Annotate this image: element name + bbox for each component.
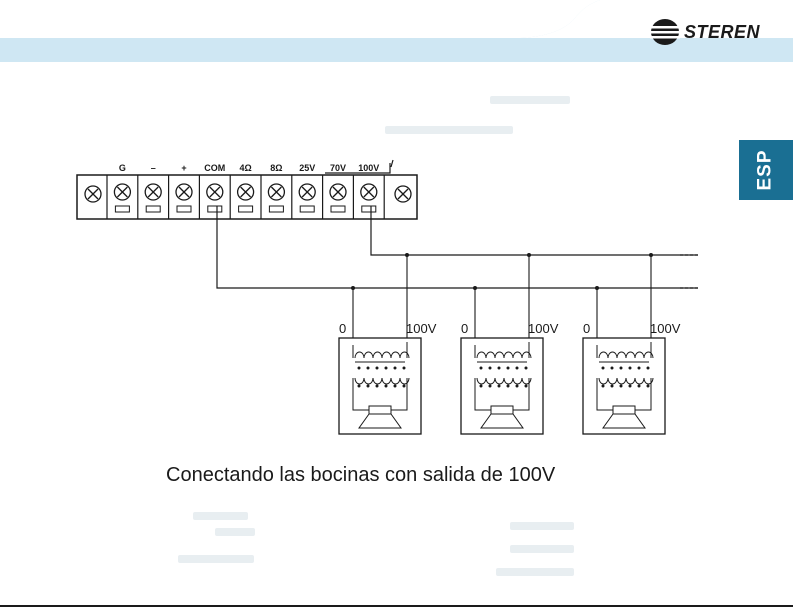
terminal-labels: G – + COM 4Ω 8Ω 25V 70V 100V bbox=[119, 160, 393, 173]
speaker-tap-label-left: 0 bbox=[583, 321, 590, 336]
terminal-label: – bbox=[151, 163, 156, 173]
terminal-end-screw bbox=[85, 186, 101, 202]
speaker-tap-label-left: 0 bbox=[461, 321, 468, 336]
terminal-label: 70V bbox=[330, 163, 346, 173]
speaker-tap-label-right: 100V bbox=[406, 321, 437, 336]
terminal-label: 25V bbox=[299, 163, 315, 173]
terminal-end-screw bbox=[395, 186, 411, 202]
terminal-label: COM bbox=[204, 163, 225, 173]
speaker-3: 0 100V bbox=[583, 253, 681, 434]
speaker-tap-label-right: 100V bbox=[650, 321, 681, 336]
wire-100v-bus bbox=[371, 206, 698, 255]
terminal-label: 4Ω bbox=[239, 163, 251, 173]
terminal-label: + bbox=[181, 163, 186, 173]
terminal-label: 8Ω bbox=[270, 163, 282, 173]
speaker-2: 0 100V bbox=[461, 253, 559, 434]
terminal-label: 100V bbox=[358, 163, 379, 173]
diagram-caption: Conectando las bocinas con salida de 100… bbox=[166, 464, 555, 487]
speaker-1: 0 100V bbox=[339, 253, 437, 434]
terminal-label: G bbox=[119, 163, 126, 173]
speakers: 0 100V 0 100V 0 100V bbox=[339, 253, 681, 434]
speaker-tap-label-left: 0 bbox=[339, 321, 346, 336]
speaker-tap-label-right: 100V bbox=[528, 321, 559, 336]
footer-divider bbox=[0, 605, 793, 607]
